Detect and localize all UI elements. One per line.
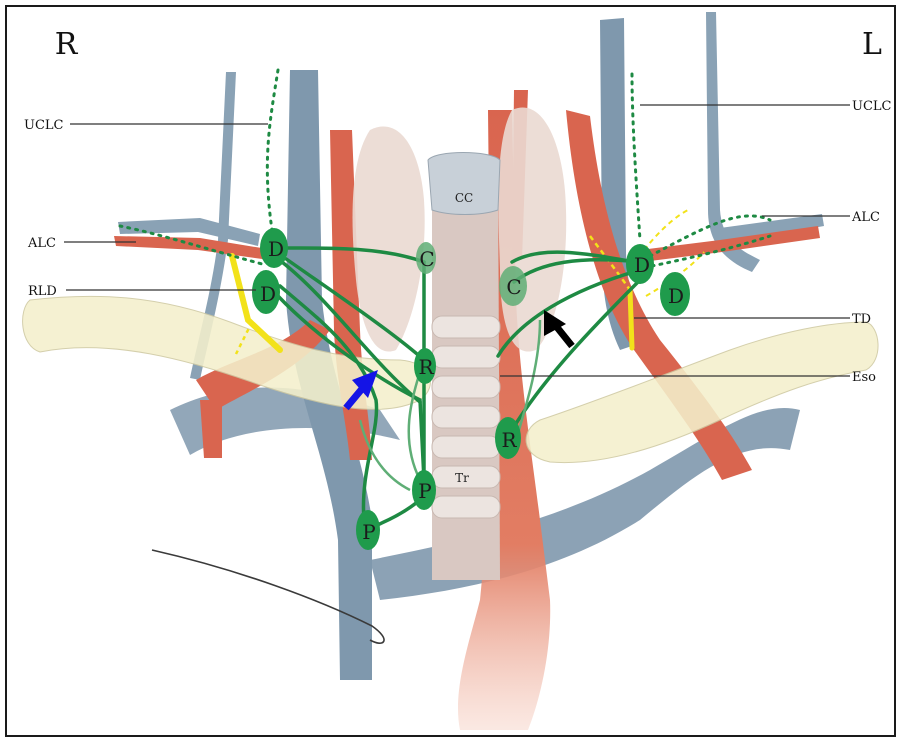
side-label-right: R xyxy=(55,27,79,62)
node-p-right-upper: P xyxy=(412,470,436,510)
cricoid-cartilage xyxy=(428,153,500,215)
label-td: TD xyxy=(852,312,871,327)
label-uclc-left: UCLC xyxy=(852,99,892,114)
svg-text:C: C xyxy=(419,247,434,271)
tracheal-rings xyxy=(432,316,500,518)
thoracic-duct xyxy=(630,290,632,348)
svg-text:D: D xyxy=(260,282,276,306)
svg-text:R: R xyxy=(501,428,517,452)
svg-text:R: R xyxy=(418,355,434,379)
node-c-left: C xyxy=(499,266,527,306)
label-alc-right: ALC xyxy=(27,236,56,251)
svg-text:P: P xyxy=(418,479,431,503)
svg-text:D: D xyxy=(268,237,284,261)
side-label-left: L xyxy=(862,27,882,62)
node-d-left-inner: D xyxy=(626,244,654,284)
node-d-right-lower: D xyxy=(252,270,280,314)
svg-text:D: D xyxy=(668,284,684,308)
svg-text:C: C xyxy=(506,275,521,299)
node-d-right-upper: D xyxy=(260,228,288,268)
node-p-right-lower: P xyxy=(356,510,380,550)
label-eso: Eso xyxy=(852,370,876,385)
svg-text:D: D xyxy=(634,253,650,277)
node-r-left: R xyxy=(495,417,521,459)
node-r-right: R xyxy=(414,348,436,384)
svg-text:P: P xyxy=(362,520,375,544)
cc-label: CC xyxy=(455,191,473,205)
label-alc-left: ALC xyxy=(851,210,880,225)
node-c-right: C xyxy=(416,242,436,274)
label-rld: RLD xyxy=(28,284,57,299)
node-d-left-outer: D xyxy=(660,272,690,316)
tr-label: Tr xyxy=(455,471,469,485)
label-uclc-right: UCLC xyxy=(24,118,64,133)
